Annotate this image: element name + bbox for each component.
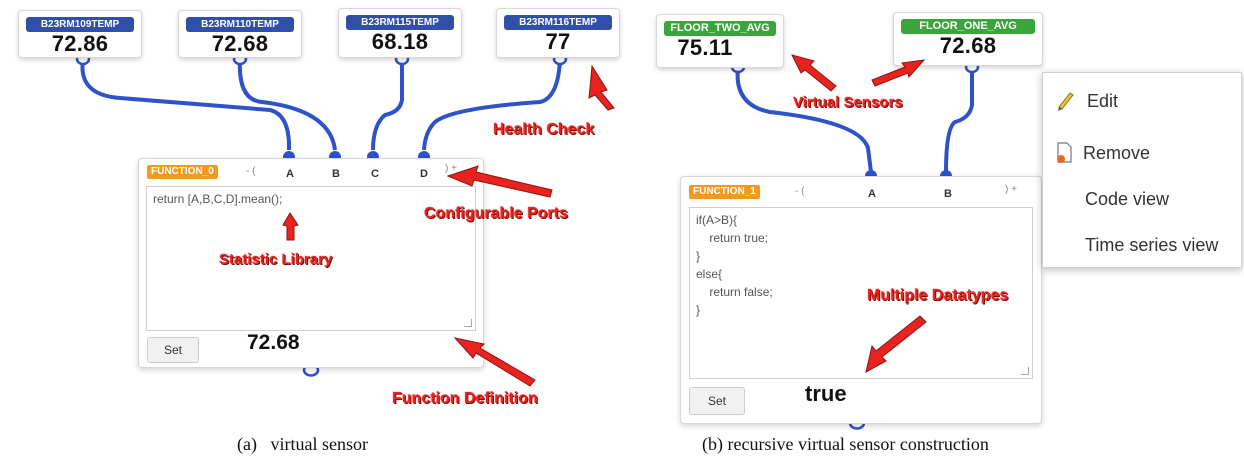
- context-menu: Edit Remove Code view Time series view: [1042, 72, 1242, 268]
- pencil-icon: [1055, 90, 1075, 117]
- sensor-value: 72.68: [211, 31, 269, 56]
- menu-item-time-series-view[interactable]: Time series view: [1043, 233, 1241, 263]
- code-line: return false;: [696, 285, 773, 299]
- caption-a: (a) virtual sensor: [237, 434, 368, 454]
- sensor-name: B23RM110TEMP: [186, 17, 294, 32]
- code-line: }: [696, 249, 701, 263]
- resize-handle[interactable]: [1021, 367, 1029, 375]
- menu-item-remove[interactable]: Remove: [1043, 141, 1241, 171]
- menu-item-label: Code view: [1085, 189, 1170, 209]
- port-label-c: C: [371, 168, 379, 180]
- menu-item-label: Remove: [1083, 143, 1151, 163]
- wire-floor-one-to-port-b: [944, 68, 974, 173]
- sensor-name: B23RM109TEMP: [26, 17, 134, 32]
- ports-open[interactable]: - (: [246, 166, 256, 177]
- ports-close[interactable]: ) +: [1005, 184, 1017, 195]
- annotation-virtual-sensors: Virtual Sensors: [793, 94, 903, 111]
- port-label-a: A: [286, 168, 294, 180]
- menu-item-code-view[interactable]: Code view: [1043, 187, 1241, 217]
- caption-b: (b) recursive virtual sensor constructio…: [702, 434, 989, 454]
- ports-open[interactable]: - (: [795, 186, 805, 197]
- sensor-card[interactable]: B23RM115TEMP 68.18: [338, 8, 462, 58]
- sensor-value: 77: [545, 29, 571, 54]
- menu-item-edit[interactable]: Edit: [1043, 89, 1241, 119]
- ports-close[interactable]: ) +: [445, 163, 457, 174]
- code-editor[interactable]: return [A,B,C,D].mean();: [146, 186, 476, 331]
- sensor-value: 75.11: [677, 35, 733, 60]
- code-line: return true;: [696, 231, 769, 245]
- code-editor[interactable]: if(A>B){ return true; } else{ return fal…: [689, 207, 1033, 379]
- code-line: return [A,B,C,D].mean();: [153, 192, 283, 206]
- code-line: if(A>B){: [696, 213, 738, 227]
- sensor-name: FLOOR_ONE_AVG: [901, 19, 1035, 34]
- sensor-card[interactable]: B23RM109TEMP 72.86: [18, 10, 142, 58]
- sensor-card[interactable]: B23RM116TEMP 77: [496, 8, 620, 58]
- arrow-statistic-library: [282, 212, 299, 241]
- virtual-sensor-card[interactable]: FLOOR_TWO_AVG 75.11: [656, 14, 784, 68]
- sensor-value: 68.18: [371, 29, 429, 54]
- sensor-name: FLOOR_TWO_AVG: [664, 21, 776, 36]
- port-label-a: A: [868, 188, 876, 200]
- menu-item-label: Edit: [1087, 91, 1119, 111]
- virtual-sensor-card[interactable]: FLOOR_ONE_AVG 72.68: [893, 12, 1043, 66]
- annotation-multiple-datatypes: Multiple Datatypes: [867, 287, 1009, 304]
- document-remove-icon: [1055, 141, 1075, 170]
- arrow-health-check: [588, 64, 615, 111]
- function-card[interactable]: FUNCTION_0 - ( A B C D ) + return [A,B,C…: [138, 158, 484, 368]
- arrow-multiple-datatypes: [865, 315, 927, 373]
- function-card[interactable]: FUNCTION_1 - ( A B ) + if(A>B){ return t…: [680, 176, 1042, 424]
- annotation-configurable-ports: Configurable Ports: [424, 205, 569, 222]
- wire-sensor-110-to-port-b: [237, 59, 337, 151]
- wire-sensor-116-to-port-d: [422, 59, 562, 151]
- set-button[interactable]: Set: [689, 387, 745, 415]
- arrow-virtual-sensors-left: [791, 54, 837, 92]
- arrow-function-definition: [453, 337, 536, 387]
- set-button[interactable]: Set: [147, 337, 199, 363]
- annotation-function-definition: Function Definition: [392, 390, 538, 407]
- port-label-d: D: [420, 168, 428, 180]
- sensor-name: B23RM116TEMP: [504, 15, 612, 30]
- wire-sensor-109-to-port-a: [80, 59, 292, 151]
- annotation-statistic-library: Statistic Library: [219, 251, 333, 268]
- function-output: true: [805, 381, 847, 406]
- function-title: FUNCTION_0: [147, 165, 218, 179]
- function-title: FUNCTION_1: [689, 185, 760, 199]
- port-label-b: B: [332, 168, 340, 180]
- code-line: }: [696, 303, 701, 317]
- arrow-configurable-ports: [446, 165, 553, 198]
- sensor-card[interactable]: B23RM110TEMP 72.68: [178, 10, 302, 58]
- menu-item-label: Time series view: [1085, 235, 1219, 255]
- annotation-health-check: Health Check: [493, 121, 595, 138]
- code-line: else{: [696, 267, 723, 281]
- port-label-b: B: [944, 188, 952, 200]
- resize-handle[interactable]: [464, 319, 472, 327]
- sensor-value: 72.68: [939, 33, 997, 58]
- sensor-value: 72.86: [51, 31, 109, 56]
- arrow-virtual-sensors-right: [871, 59, 926, 87]
- sensor-name: B23RM115TEMP: [346, 15, 454, 30]
- function-output: 72.68: [247, 331, 300, 354]
- wire-floor-two-to-port-a: [735, 67, 873, 173]
- wire-sensor-115-to-port-c: [371, 60, 404, 151]
